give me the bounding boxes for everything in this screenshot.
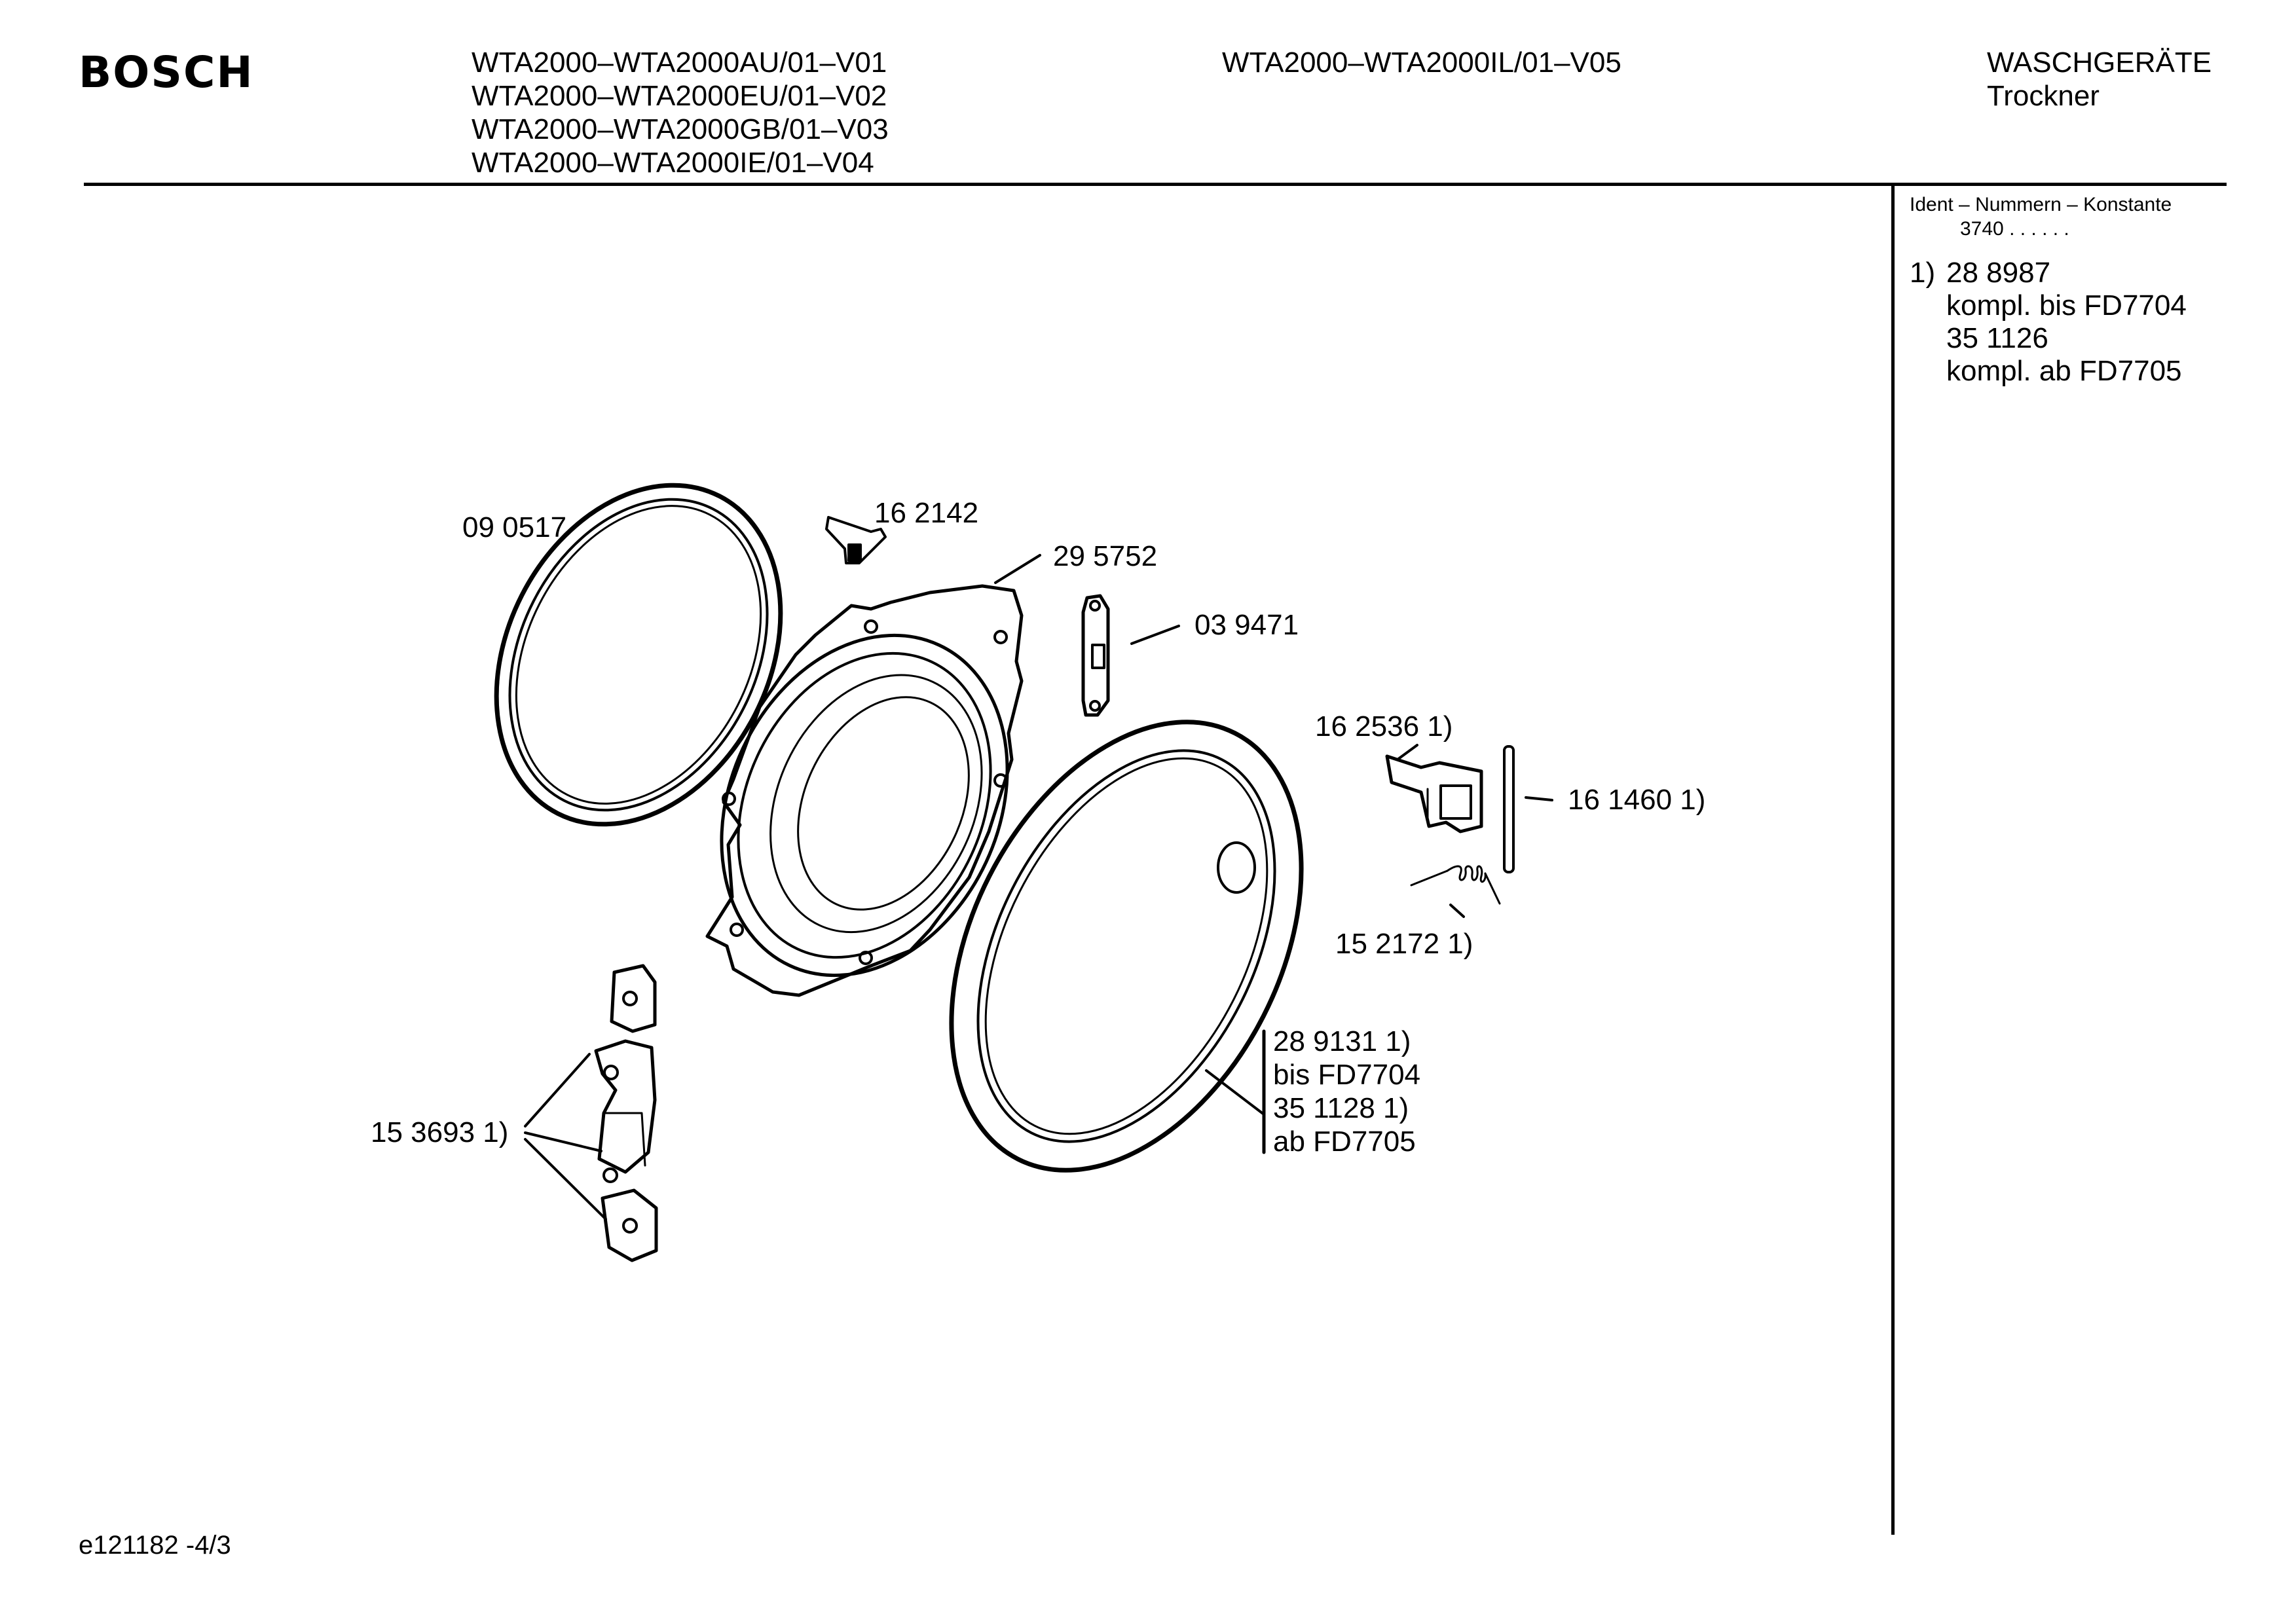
leader-line bbox=[1396, 744, 1418, 761]
pin-rod bbox=[1503, 745, 1515, 873]
part-label-162142: 16 2142 bbox=[874, 497, 979, 529]
model-line: WTA2000–WTA2000IL/01–V05 bbox=[1222, 46, 1621, 79]
category-title: WASCHGERÄTE bbox=[1987, 46, 2212, 79]
part-label-090517: 09 0517 bbox=[462, 511, 567, 543]
leader-line bbox=[1449, 904, 1465, 918]
header-divider bbox=[84, 183, 2227, 186]
leader-line bbox=[1205, 1069, 1265, 1116]
part-label-039471: 03 9471 bbox=[1194, 609, 1299, 641]
ident-title: Ident – Nummern – Konstante bbox=[1910, 194, 2172, 215]
leader-line bbox=[1525, 796, 1553, 801]
gasket-ring bbox=[494, 483, 783, 827]
model-list-left: WTA2000–WTA2000AU/01–V01 WTA2000–WTA2000… bbox=[472, 46, 889, 179]
part-label-161460: 16 1460 1) bbox=[1568, 784, 1706, 816]
leader-lines bbox=[524, 554, 1553, 1220]
hinge-assembly bbox=[594, 964, 658, 1262]
category-block: WASCHGERÄTE Trockner bbox=[1987, 46, 2212, 113]
outer-door-ring bbox=[949, 720, 1304, 1173]
footnote-marker: 1) bbox=[1910, 257, 1936, 289]
part-label-295752: 29 5752 bbox=[1053, 540, 1158, 572]
footnote-block: 1) 28 8987 kompl. bis FD7704 35 1126 komp… bbox=[1910, 257, 2187, 388]
footnote-line: kompl. ab FD7705 bbox=[1946, 355, 2182, 387]
lock-hook bbox=[1385, 754, 1483, 833]
leader-line bbox=[524, 1053, 591, 1127]
leader-line bbox=[994, 554, 1041, 584]
model-line: WTA2000–WTA2000IE/01–V04 bbox=[472, 147, 874, 179]
model-line: WTA2000–WTA2000EU/01–V02 bbox=[472, 80, 887, 112]
sidebar-divider bbox=[1891, 186, 1895, 1535]
part-label-152172: 15 2172 1) bbox=[1335, 928, 1473, 960]
ident-code: 3740 . . . . . . bbox=[1960, 218, 2069, 240]
model-line: WTA2000–WTA2000AU/01–V01 bbox=[472, 46, 887, 79]
footnote-line: kompl. bis FD7704 bbox=[1946, 289, 2187, 321]
brand-logo: BOSCH bbox=[79, 47, 254, 98]
part-label-162536: 16 2536 1) bbox=[1315, 710, 1453, 742]
leader-line bbox=[524, 1131, 602, 1152]
inner-door-frame bbox=[705, 584, 1024, 997]
part-label-line: bis FD7704 bbox=[1273, 1059, 1421, 1091]
part-label-line: 28 9131 1) bbox=[1273, 1025, 1411, 1057]
hinge-pin bbox=[825, 516, 887, 564]
part-label-153693: 15 3693 1) bbox=[371, 1116, 509, 1148]
model-list-mid: WTA2000–WTA2000IL/01–V05 bbox=[1222, 46, 1621, 79]
subcategory-title: Trockner bbox=[1987, 80, 2100, 112]
leader-line bbox=[1130, 625, 1180, 645]
torsion-spring bbox=[1410, 865, 1501, 905]
part-label-line: 35 1128 1) bbox=[1273, 1092, 1409, 1124]
footnote-line: 28 8987 bbox=[1946, 257, 2051, 289]
latch-plate bbox=[1081, 594, 1110, 717]
leader-line bbox=[524, 1138, 607, 1220]
part-label-line: ab FD7705 bbox=[1273, 1126, 1416, 1158]
document-id: e121182 -4/3 bbox=[79, 1531, 231, 1560]
model-line: WTA2000–WTA2000GB/01–V03 bbox=[472, 113, 889, 145]
part-label-289131: 28 9131 1) bis FD7704 35 1128 1) ab FD77… bbox=[1273, 1025, 1420, 1158]
footnote-line: 35 1126 bbox=[1946, 322, 2048, 354]
